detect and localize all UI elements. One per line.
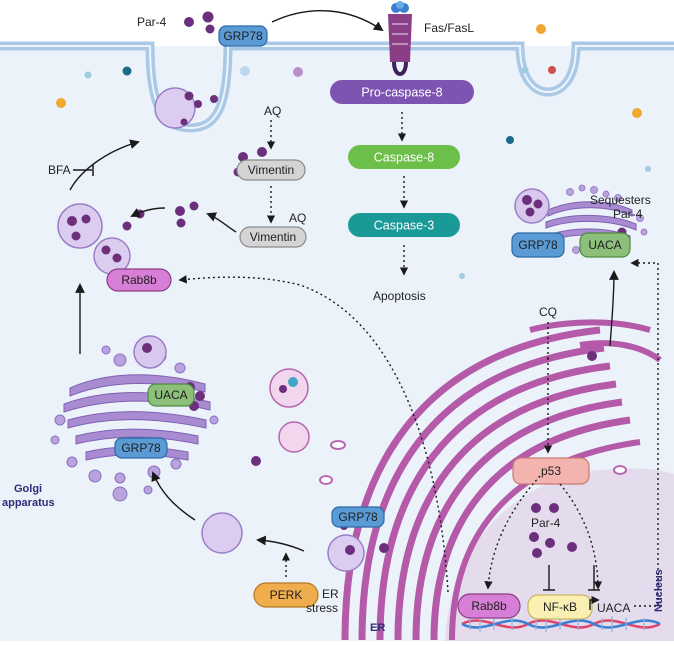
p53-label: p53 [541, 464, 561, 478]
pro-caspase8-label: Pro-caspase-8 [361, 86, 442, 100]
golgi-label-line1: Golgi [14, 483, 42, 495]
er-vesicle [201, 512, 243, 554]
sequesters-line1: Sequesters [590, 193, 651, 207]
sequesters-line2: Par-4 [613, 207, 643, 221]
inhibition-bars [73, 164, 600, 591]
par4-particles [67, 11, 627, 558]
grp78-top-label: GRP78 [223, 29, 263, 43]
aq-1-label: AQ [264, 104, 281, 118]
golgi-right [545, 201, 637, 243]
bfa-label: BFA [48, 163, 71, 177]
grp78-surface [218, 25, 268, 47]
pathway-arrows [69, 9, 659, 610]
apoptosis-label: Apoptosis [373, 289, 426, 303]
par4-nucleus-label: Par-4 [531, 516, 561, 530]
grp78-er [331, 506, 385, 528]
uaca-golgi [147, 383, 195, 407]
rab8b-nucleus-label: Rab8b [471, 599, 507, 613]
cq-label: CQ [539, 305, 557, 319]
uaca-golgi-label: UACA [154, 388, 187, 402]
endosome-2 [278, 421, 310, 453]
fas-receptor [388, 1, 412, 76]
fas-fasl-label: Fas/FasL [424, 21, 474, 35]
grp78-er-label: GRP78 [338, 510, 378, 524]
endosome-1 [269, 368, 309, 408]
vimentin-1-label: Vimentin [248, 163, 294, 177]
endoplasmic-reticulum [341, 319, 662, 641]
nucleus-label: Nucleus [653, 569, 665, 612]
vimentin-2-label: Vimentin [250, 230, 296, 244]
rab8b-left-label: Rab8b [121, 273, 157, 287]
perk-label: PERK [270, 588, 303, 602]
grp78-right [511, 232, 565, 258]
uaca-right-label: UACA [588, 238, 621, 252]
rab8b-nucleus [457, 593, 521, 619]
rab8b-left [106, 268, 172, 292]
p53-node [512, 457, 590, 485]
par4-top-label: Par-4 [137, 15, 167, 29]
er-stress-line1: ER [322, 587, 339, 601]
uaca-right [579, 232, 631, 258]
golgi-label-line2: apparatus [2, 497, 55, 509]
er-label: ER [370, 622, 385, 634]
grp78-golgi [114, 437, 168, 459]
vimentin-2 [239, 226, 307, 248]
nfkb-label: NF-κB [543, 600, 577, 614]
nfkb-node [527, 594, 593, 620]
golgi-vesicle [57, 203, 103, 249]
caspase8-label: Caspase-8 [374, 151, 434, 165]
caspase3-node [348, 213, 460, 237]
aq-2-label: AQ [289, 211, 306, 225]
pro-caspase8-node [330, 80, 474, 104]
grp78-right-label: GRP78 [518, 238, 558, 252]
caspase3-label: Caspase-3 [374, 219, 434, 233]
uaca-gene-label: UACA [597, 601, 630, 615]
perk-node [253, 582, 319, 608]
caspase8-node [348, 145, 460, 169]
dna-helix [461, 616, 661, 632]
vimentin-1 [236, 159, 306, 181]
er-stress-line2: stress [306, 601, 338, 615]
grp78-golgi-label: GRP78 [121, 441, 161, 455]
